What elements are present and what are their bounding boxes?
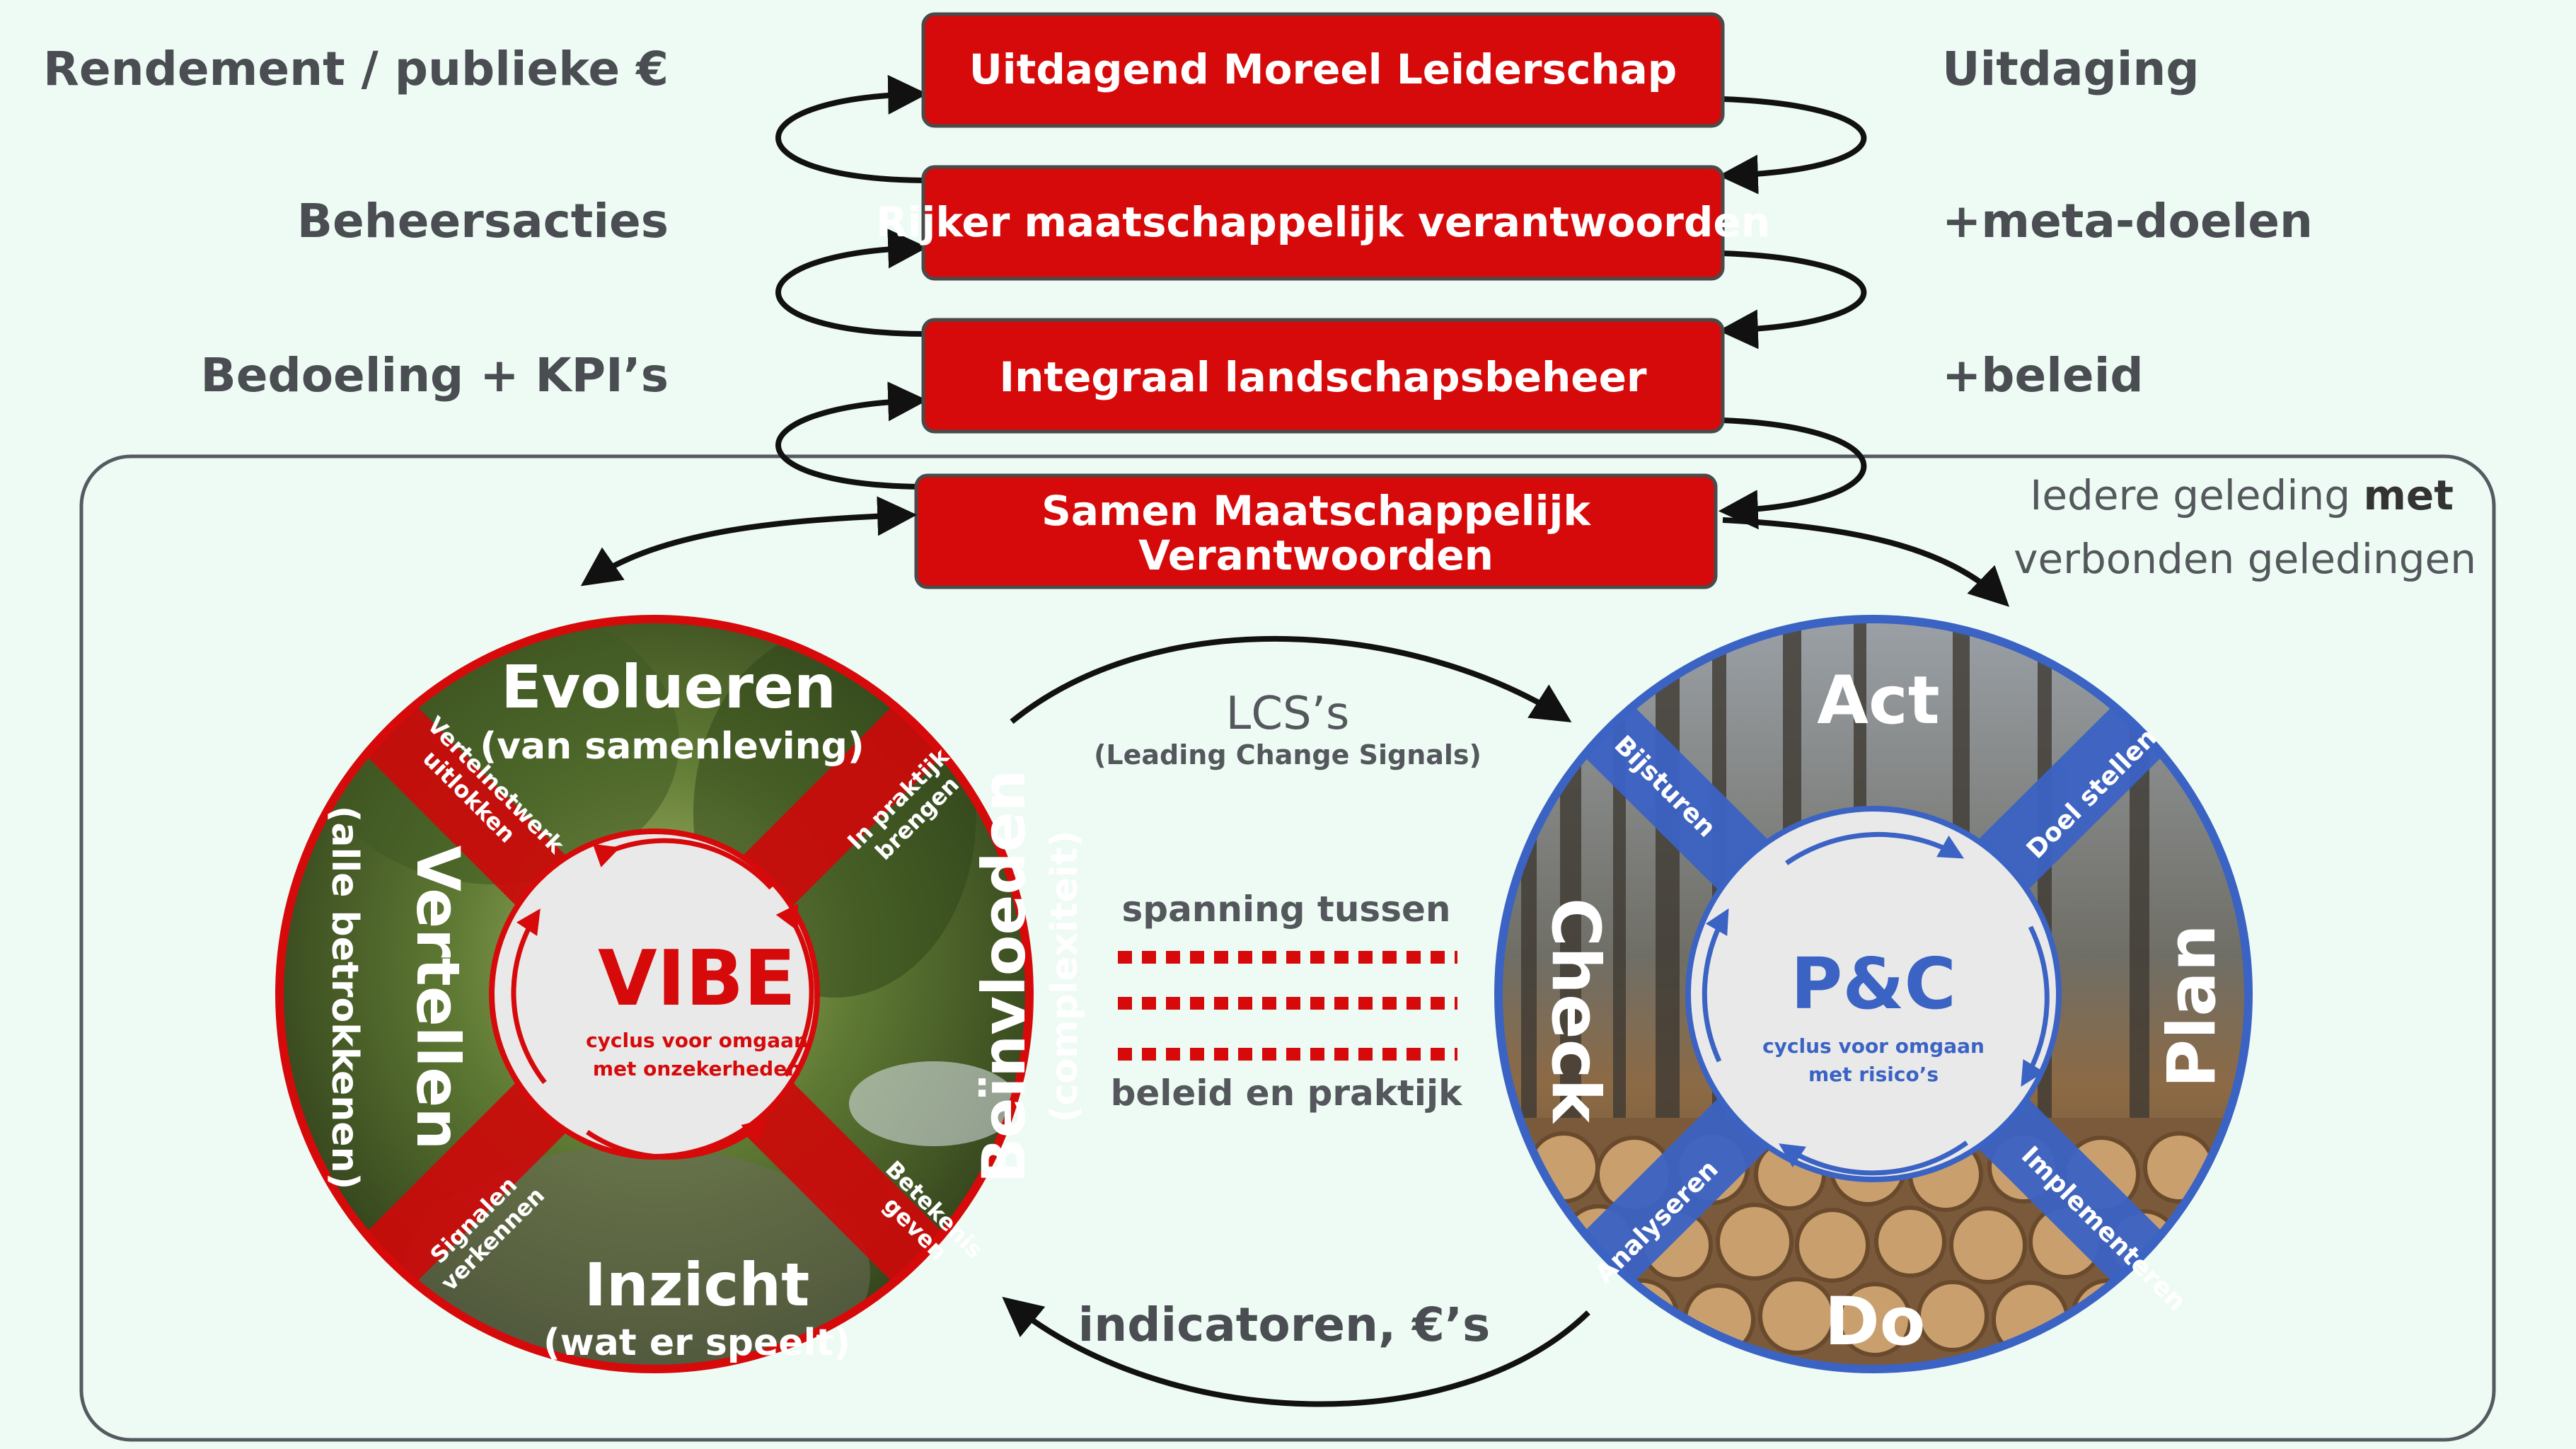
pc-cycle-arrow-left [1702, 908, 1729, 1063]
vibe-cycle-arrow-left [511, 908, 547, 1085]
lcs-label: LCS’s [1226, 688, 1350, 740]
vibe-evolueren: Evolueren [501, 652, 836, 722]
loop-left-1 [775, 74, 928, 183]
pc-inner-disc [1685, 806, 2062, 1182]
box-landschapsbeheer-label: Integraal landschapsbeheer [999, 353, 1646, 401]
vibe-cycle-arrow-top [592, 838, 773, 890]
pc-subtitle-2: met risico’s [1808, 1063, 1939, 1086]
box-landschapsbeheer: Integraal landschapsbeheer [921, 318, 1725, 434]
arrow-to-pc [1722, 517, 2010, 607]
loop-right-3 [1718, 417, 1867, 530]
vibe-vertellen: Vertellen [403, 845, 473, 1150]
vibe-cycle-arrow-right [775, 904, 814, 1078]
frame-note: Iedere geleding met [2030, 471, 2454, 519]
left-label-bedoeling: Bedoeling + KPI’s [200, 348, 669, 403]
indicators-label: indicatoren, €’s [1078, 1298, 1491, 1352]
pc-check: Check [1537, 898, 1614, 1124]
vibe-title: VIBE [598, 935, 796, 1023]
frame-note-line2: verbonden geledingen [2014, 535, 2476, 583]
loop-left-2 [775, 229, 928, 337]
vibe-circle: Vertelnetwerkuitlokken In praktijkbrenge… [275, 615, 1086, 1373]
loop-right-1 [1718, 96, 1867, 195]
frame-note-bold: met [2364, 471, 2454, 519]
pc-cycle-arrow-bottom [1779, 1141, 1969, 1176]
arrow-to-vibe [580, 496, 918, 587]
left-label-beheersacties: Beheersacties [297, 194, 669, 248]
vibe-vertellen-sub: (alle betrokkenen) [323, 806, 366, 1190]
outer-frame [79, 454, 2496, 1442]
arrow-indicators [1002, 1296, 1590, 1407]
vibe-subtitle-1: cyclus voor omgaan [586, 1029, 808, 1052]
vibe-cycle-arrow-bottom [586, 1118, 768, 1160]
loop-left-3 [775, 381, 928, 490]
box-samen-verantwoorden: Samen Maatschappelijk Verantwoorden [914, 473, 1718, 589]
right-label-uitdaging: Uitdaging [1942, 42, 2200, 96]
right-label-beleid: +beleid [1942, 348, 2144, 403]
pc-cycle-arrow-right [2021, 925, 2050, 1087]
pc-title: P&C [1791, 942, 1956, 1025]
tension-label-2: beleid en praktijk [1111, 1073, 1464, 1114]
tension-label-1: spanning tussen [1122, 889, 1451, 930]
box-rijker-verantwoorden: Rijker maatschappelijk verantwoorden [876, 165, 1770, 281]
pc-circle: Bijsturen Doel stellen Analyseren Implem… [1494, 615, 2253, 1373]
pc-plan: Plan [2154, 924, 2231, 1087]
vibe-subtitle-2: met onzekerheden [593, 1057, 801, 1080]
vibe-beinvloeden-sub: (complexiteit) [1044, 831, 1086, 1123]
box-samen-line1: Samen Maatschappelijk [1041, 487, 1591, 535]
arrow-lcs [1010, 636, 1572, 724]
pc-do: Do [1825, 1283, 1926, 1361]
vibe-beinvloeden: Beïnvloeden [969, 770, 1039, 1184]
vibe-inzicht-sub: (wat er speelt) [543, 1322, 850, 1364]
vibe-evolueren-sub: (van samenleving) [480, 725, 864, 768]
lcs-sublabel: (Leading Change Signals) [1094, 739, 1482, 770]
box-rijker-verantwoorden-label: Rijker maatschappelijk verantwoorden [876, 198, 1770, 246]
pc-act: Act [1817, 662, 1939, 739]
box-moreel-leiderschap: Uitdagend Moreel Leiderschap [921, 12, 1725, 128]
vibe-inzicht: Inzicht [584, 1250, 810, 1320]
box-moreel-leiderschap-label: Uitdagend Moreel Leiderschap [969, 45, 1677, 93]
box-samen-line2: Verantwoorden [1138, 531, 1494, 579]
frame-note-start: Iedere geleding [2030, 471, 2363, 519]
right-label-meta-doelen: +meta-doelen [1942, 194, 2313, 248]
loop-right-2 [1718, 250, 1867, 350]
pc-cycle-arrow-top [1785, 831, 1965, 865]
pc-subtitle-1: cyclus voor omgaan [1762, 1034, 1985, 1058]
left-label-rendement: Rendement / publieke € [43, 42, 669, 96]
